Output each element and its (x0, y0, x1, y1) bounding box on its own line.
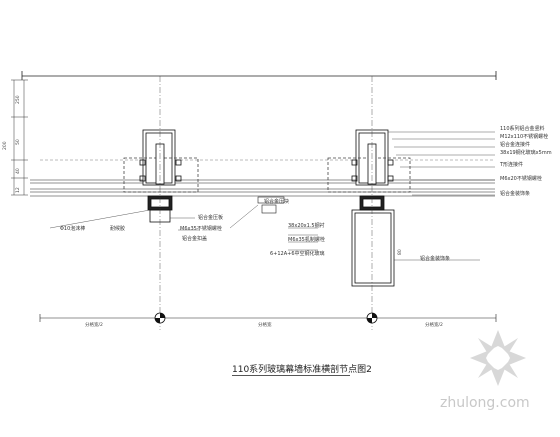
leaders-right (388, 131, 495, 261)
annotation-left-2: 耐候胶 (110, 226, 126, 232)
dim-right-a: 80 (398, 249, 403, 255)
annotation-right-3: 铝合金连接件 (500, 142, 531, 148)
top-wall (21, 71, 497, 80)
annotation-right-5: T形连接件 (500, 162, 524, 168)
dim-left-c: 12 (16, 187, 21, 193)
dim-left-top: 250 (16, 95, 21, 104)
leaders-left (49, 204, 318, 251)
bottom-dimension (39, 314, 497, 322)
annotation-left-5: 铝合金压板 (198, 215, 224, 221)
annotation-left-1: Φ10泡沫棒 (60, 226, 86, 232)
annotation-mid-3: M6x35机制螺栓 (288, 237, 325, 243)
axis-marker-left (154, 312, 166, 324)
annotation-left-3: 铝合金扣盖 (182, 236, 208, 242)
watermark-logo (470, 330, 526, 386)
dim-left-b: 40 (16, 168, 21, 174)
annotation-right-6: M6x20不锈钢螺栓 (500, 176, 542, 182)
left-dimension-chain (11, 79, 28, 196)
annotation-right-2: M12x110不锈钢螺栓 (500, 134, 549, 140)
title-underline (232, 375, 350, 376)
dim-bottom-left: 分格宽/2 (85, 323, 103, 328)
center-plate (257, 196, 285, 214)
annotation-lower-right: 铝合金装饰条 (420, 256, 451, 262)
watermark-text: zhulong.com (440, 395, 530, 411)
mullion-right (327, 76, 411, 330)
annotation-mid-2: 38x20x1.5钢衬 (288, 223, 325, 229)
annotation-right-7: 铝合金装饰条 (500, 191, 531, 197)
annotation-mid-4: 6+12A+6中空钢化玻璃 (270, 251, 325, 257)
annotation-right-4: 38x19钢化玻璃x5mm (500, 150, 552, 156)
annotation-right-1: 110系列铝合金竖料 (500, 126, 545, 132)
axis-marker-right (366, 312, 378, 324)
dim-left-a: 50 (16, 139, 21, 145)
annotation-mid-1: 铝合金压块 (264, 199, 290, 205)
dim-bottom-right: 分格宽/2 (425, 323, 443, 328)
drawing-title: 110系列玻璃幕墙标准横剖节点图2 (232, 365, 372, 375)
dim-left-total: 200 (3, 141, 8, 150)
mullion-left (123, 76, 199, 330)
glass-panels (30, 179, 495, 197)
annotation-left-4: M6x35不锈钢螺栓 (180, 226, 222, 232)
dim-bottom-mid: 分格宽 (258, 323, 272, 328)
